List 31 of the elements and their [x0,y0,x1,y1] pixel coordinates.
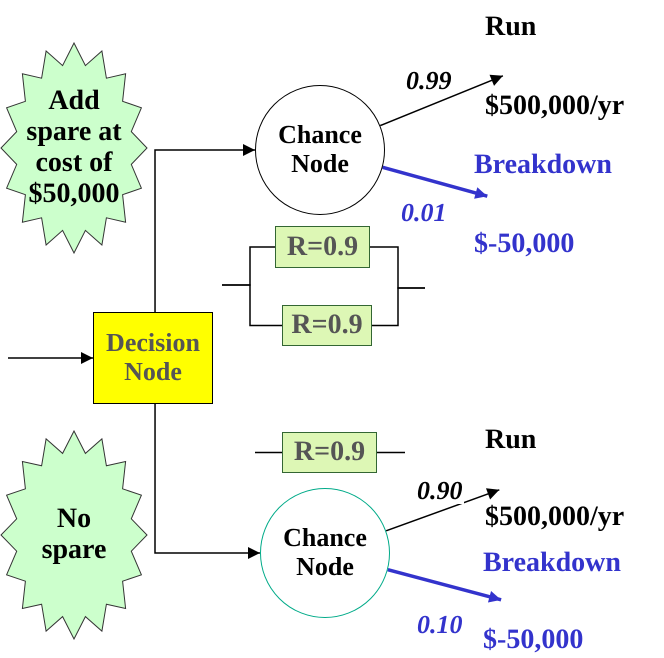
outcome-label: Breakdown [474,150,612,181]
reliability-block [282,305,372,346]
option-label: Add spare at cost of $50,000 [25,86,123,210]
reliability-value: R=0.9 [286,232,358,262]
outcome-label: Run [485,425,536,456]
arrow [386,488,500,532]
connector-line [255,452,282,454]
payoff-value: $-50,000 [474,229,574,260]
connector-line [372,287,425,326]
arrow [387,568,502,603]
outcome-label: Run [485,12,536,43]
decision-box [93,312,213,404]
payoff-value: $-50,000 [483,625,584,656]
arrow [382,166,488,199]
connector-line [377,452,405,454]
decision-label: Decision Node [105,329,201,387]
connector-line [222,284,282,326]
reliability-value: R=0.9 [294,437,366,468]
reliability-block [275,226,370,268]
payoff-value: $500,000/yr [485,91,624,122]
arrow [380,74,504,126]
chance-label: Chance Node [277,121,363,179]
reliability-block [282,432,377,473]
chance-label: Chance Node [282,524,368,582]
arrow [8,352,93,364]
outcome-label: Breakdown [483,548,621,579]
payoff-value: $500,000/yr [485,502,624,533]
arrow [154,404,260,559]
arrow [154,144,255,312]
option-label: No spare [40,504,108,566]
reliability-value: R=0.9 [291,310,363,341]
